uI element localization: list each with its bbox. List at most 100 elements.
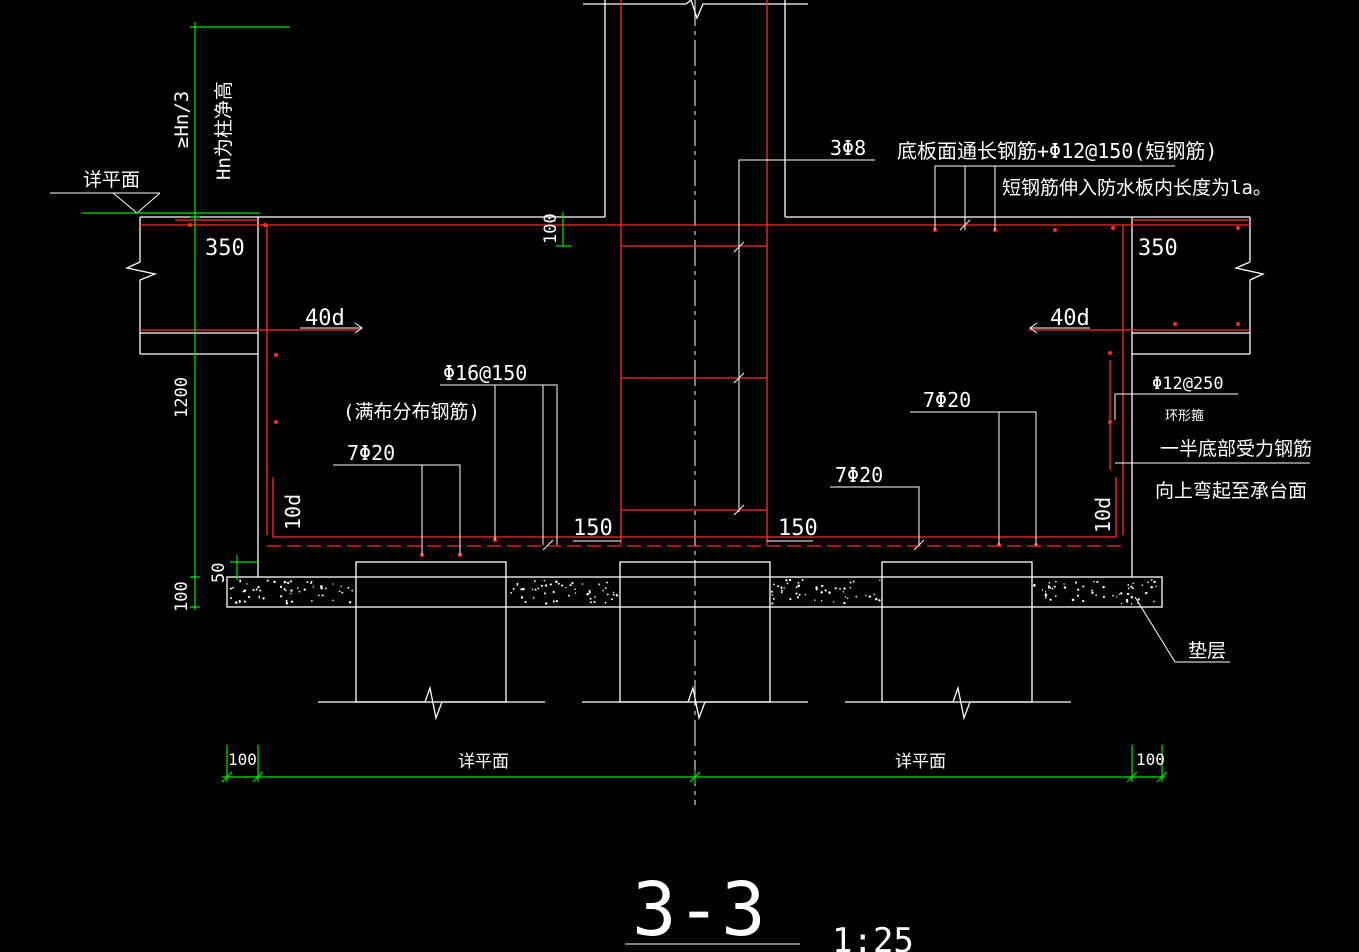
cushion-label: 垫层 [1188, 640, 1226, 662]
cushion-hatch-dot [1095, 594, 1097, 596]
cushion-hatch-dot [801, 579, 804, 581]
cushion-hatch-dot [286, 581, 290, 585]
cushion-hatch-dot [1155, 585, 1157, 588]
cushion-hatch-dot [795, 592, 798, 595]
cushion-hatch-dot [1147, 581, 1149, 584]
cushion-hatch-dot [351, 589, 354, 592]
cushion-hatch-dot [520, 588, 523, 591]
dim-100-top: 100 [541, 213, 561, 244]
height-rule-label-2: Hn为柱净高 [213, 81, 235, 180]
cushion-hatch-dot [824, 589, 827, 592]
cushion-hatch-dot [1118, 593, 1120, 596]
rebar-dot [1108, 420, 1112, 424]
cushion-hatch-dot [598, 583, 601, 586]
cushion-hatch-dot [348, 601, 352, 604]
cushion-hatch-dot [1044, 591, 1047, 593]
cushion-hatch-dot [1047, 585, 1050, 588]
cushion-hatch-dot [568, 594, 570, 597]
cushion-hatch-dot [1130, 585, 1133, 588]
cushion-hatch-dot [338, 590, 341, 593]
cushion-hatch-dot [1082, 585, 1085, 588]
cushion-hatch-dot [312, 585, 315, 588]
cushion-hatch-dot [1112, 594, 1114, 597]
cushion-hatch-dot [780, 591, 783, 594]
cushion-hatch-dot [1120, 592, 1123, 595]
cushion-hatch-dot [780, 586, 783, 589]
cushion-hatch-dot [783, 587, 785, 589]
cushion-hatch-dot [516, 584, 519, 586]
cushion-hatch-dot [555, 600, 558, 603]
cushion-hatch-dot [1096, 580, 1099, 583]
cushion-hatch-dot [780, 589, 783, 592]
annotation-text: 详平面 ≥Hn/3 Hn为柱净高 350 350 100 1200 50 100… [83, 81, 1312, 952]
cushion-hatch-dot [324, 587, 327, 590]
rebar-dot [1108, 351, 1112, 355]
cushion-hatch-dot [1150, 586, 1153, 589]
cushion-hatch-dot [828, 591, 831, 594]
cushion-hatch-dot [1053, 585, 1056, 588]
cushion-hatch-dot [875, 597, 878, 601]
rebar-top-note-2: 短钢筋伸入防水板内长度为la。 [1002, 177, 1272, 199]
cushion-hatch-dot [1141, 584, 1144, 586]
cushion-hatch-dot [785, 579, 788, 582]
cushion-hatch-dot [789, 598, 792, 601]
cushion-hatch-dot [510, 592, 513, 594]
cushion-hatch-dot [243, 600, 247, 603]
cushion-hatch-dot [569, 584, 572, 587]
cushion-hatch-dot [879, 579, 881, 582]
cushion-hatch-dot [540, 584, 543, 587]
hook-10d-left: 10d [281, 494, 305, 530]
anchor-40d-left: 40d [305, 306, 345, 331]
cushion-hatch-dot [239, 601, 241, 604]
cushion-hatch-dot [797, 582, 800, 584]
cushion-hatch-dot [588, 591, 591, 594]
bottom-bend-note-1: 一半底部受力钢筋 [1160, 438, 1312, 460]
rebar-3phi8: 3Φ8 [830, 136, 866, 160]
cushion-hatch-dot [1091, 591, 1094, 594]
cushion-hatch-dot [522, 587, 525, 591]
cushion-hatch-dot [786, 582, 789, 585]
cushion-hatch-dot [593, 600, 596, 603]
cushion-hatch-dot [1033, 584, 1036, 587]
cushion-hatch-dot [533, 580, 536, 583]
rebar-dot [1236, 226, 1240, 230]
cushion-hatch-dot [234, 601, 238, 604]
cushion-hatch-dot [855, 595, 858, 598]
anchor-40d-right: 40d [1050, 306, 1090, 331]
cushion-hatch-dot [229, 587, 232, 590]
rebar-dot [1236, 322, 1240, 326]
cushion-hatch-dot [1051, 587, 1054, 590]
cushion-hatch-dot [849, 586, 852, 589]
cushion-hatch-dot [303, 588, 306, 591]
cushion-hatch-dot [310, 582, 312, 585]
cushion-hatch-dot [557, 582, 560, 585]
cushion-hatch-dot [283, 580, 286, 584]
cushion-hatch-dot [1054, 595, 1057, 598]
cushion-hatch-dot [771, 594, 774, 596]
cushion-hatch [229, 578, 1157, 605]
rebar-dots [188, 223, 1240, 557]
cushion-hatch-dot [544, 602, 548, 605]
cushion-hatch-dot [796, 596, 800, 599]
cushion-hatch-dot [1071, 598, 1075, 602]
cushion-hatch-dot [552, 600, 555, 603]
cushion-hatch-dot [804, 594, 807, 596]
cushion-hatch-dot [773, 583, 775, 586]
cushion-hatch-dot [280, 595, 283, 598]
detail-plan-label-right: 详平面 [895, 752, 946, 772]
cushion-hatch-dot [797, 584, 801, 588]
cushion-hatch-dot [852, 580, 855, 583]
cushion-hatch-dot [1102, 585, 1105, 589]
cushion-hatch-dot [531, 588, 534, 591]
cushion-hatch-dot [868, 595, 872, 598]
cushion-hatch-dot [543, 579, 546, 582]
cushion-hatch-dot [1102, 595, 1106, 599]
cushion-hatch-dot [1044, 593, 1048, 597]
cushion-hatch-dot [604, 587, 607, 590]
cushion-hatch-dot [332, 599, 334, 602]
height-rule-label-1: ≥Hn/3 [171, 91, 193, 148]
cushion-hatch-dot [257, 585, 260, 589]
cushion-hatch-dot [843, 601, 846, 605]
cushion-hatch-dot [290, 592, 292, 595]
